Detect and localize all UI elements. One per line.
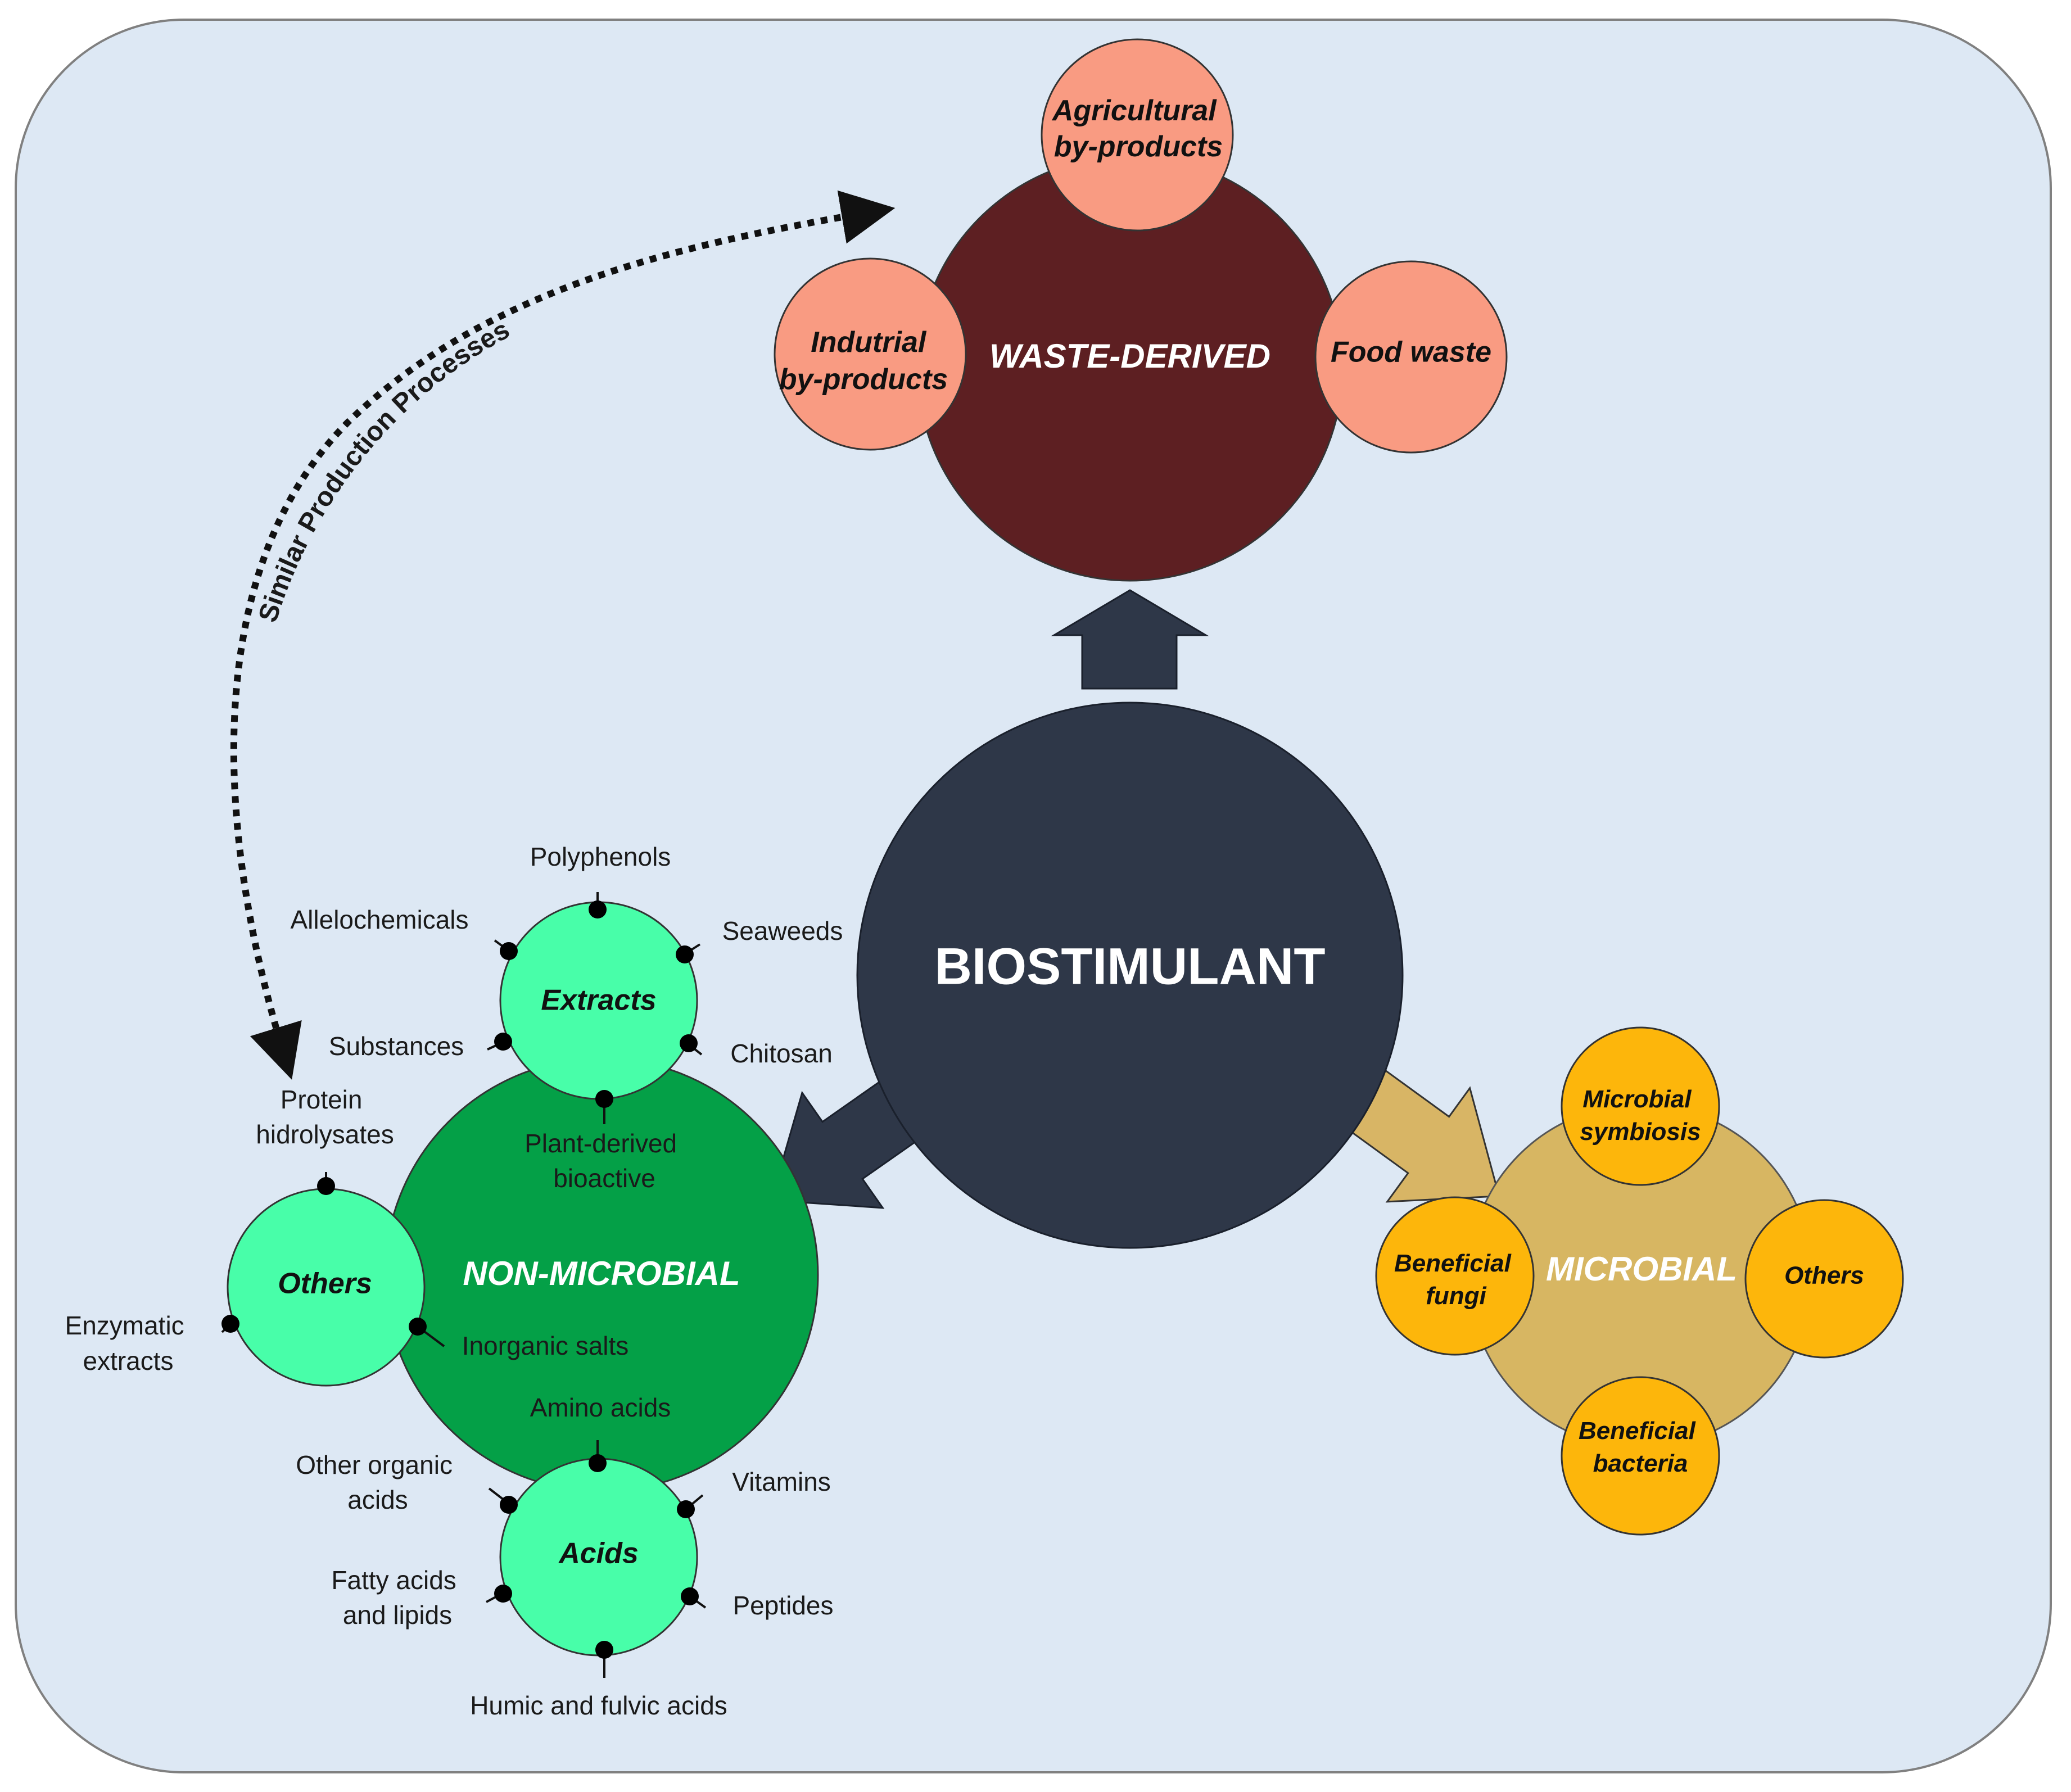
waste-derived-label: WASTE-DERIVED: [989, 337, 1270, 375]
substances-label: Substances: [329, 1031, 464, 1061]
other-organic-acids-label: Other organic acids: [296, 1450, 459, 1514]
similar-production-arrow: [230, 190, 896, 1080]
bullet-dots: [221, 900, 699, 1659]
biostimulant-circle: [856, 702, 1404, 1249]
acids-label: Acids: [558, 1537, 639, 1570]
non-microbial-others-label: Others: [278, 1268, 372, 1300]
peptides-label: Peptides: [732, 1591, 833, 1620]
protein-hidrolysates-label: Protein hidrolysates: [256, 1085, 394, 1149]
agricultural-node: [1041, 38, 1234, 232]
allelochemicals-label: Allelochemicals: [290, 905, 468, 934]
chitosan-label: Chitosan: [730, 1039, 833, 1068]
seaweeds-label: Seaweeds: [722, 916, 843, 945]
microbial-label: MICROBIAL: [1546, 1250, 1737, 1288]
microbial-symbiosis-label: Microbial symbiosis: [1580, 1085, 1701, 1146]
beneficial-bacteria-node: [1561, 1376, 1720, 1536]
humic-fulvic-label: Humic and fulvic acids: [470, 1691, 727, 1720]
agricultural-label: Agricultural by-products: [1051, 94, 1224, 163]
industrial-node: [774, 257, 967, 451]
microbial-symbiosis-node: [1561, 1026, 1720, 1186]
vitamins-label: Vitamins: [732, 1467, 831, 1496]
arrow-up-icon: [1051, 589, 1209, 690]
amino-acids-label: Amino acids: [530, 1393, 671, 1422]
enzymatic-extracts-label: Enzymatic extracts: [65, 1311, 192, 1375]
extracts-label: Extracts: [541, 984, 656, 1017]
plant-derived-label: Plant-derived bioactive: [524, 1129, 684, 1193]
beneficial-fungi-node: [1375, 1196, 1535, 1356]
inorganic-salts-label: Inorganic salts: [462, 1331, 629, 1360]
beneficial-fungi-label: Beneficial fungi: [1394, 1250, 1518, 1310]
polyphenols-label: Polyphenols: [530, 842, 671, 871]
non-microbial-label: NON-MICROBIAL: [463, 1255, 740, 1292]
food-waste-node: [1314, 260, 1508, 454]
industrial-label: Indutrial by-products: [779, 326, 948, 396]
fatty-acids-label: Fatty acids and lipids: [331, 1565, 463, 1630]
beneficial-bacteria-label: Beneficial bacteria: [1579, 1417, 1702, 1477]
biostimulant-label: BIOSTIMULANT: [934, 938, 1325, 995]
food-waste-label: Food waste: [1331, 336, 1491, 369]
microbial-others-node: [1744, 1199, 1904, 1359]
microbial-others-label: Others: [1784, 1262, 1864, 1289]
